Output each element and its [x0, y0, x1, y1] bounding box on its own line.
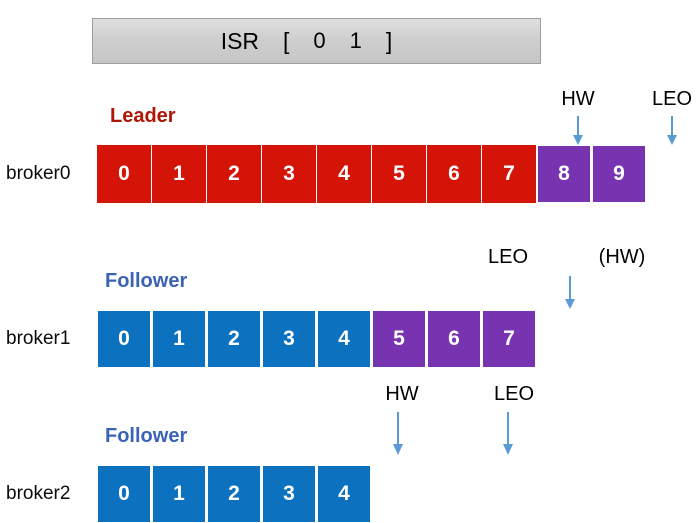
log-cell[interactable]: 9	[592, 145, 646, 203]
log-cell[interactable]: 3	[262, 145, 316, 203]
broker1-marker-leo-label: LEO	[487, 246, 529, 268]
isr-open-bracket: [	[283, 27, 290, 54]
log-cell[interactable]: 1	[152, 465, 206, 523]
role-label-follower-2: Follower	[105, 425, 188, 447]
isr-content: ISR [ 0 1 ]	[221, 28, 393, 55]
broker-label-2: broker2	[6, 483, 71, 504]
broker1-marker-leo-arrow	[562, 276, 578, 310]
isr-box: ISR [ 0 1 ]	[92, 18, 541, 64]
log-cell[interactable]: 6	[427, 310, 481, 368]
broker2-marker-hw-label: HW	[385, 383, 419, 405]
isr-close-bracket: ]	[385, 27, 393, 54]
log-cell[interactable]: 5	[372, 310, 426, 368]
role-label-leader: Leader	[110, 105, 176, 127]
log-cell[interactable]: 7	[482, 310, 536, 368]
broker2-marker-hw-arrow	[390, 412, 406, 456]
log-segments-broker2: 0 1 2 3 4	[97, 465, 372, 523]
log-segments-broker1: 0 1 2 3 4 5 6 7	[97, 310, 537, 368]
log-cell[interactable]: 7	[482, 145, 536, 203]
log-cell[interactable]: 0	[97, 465, 151, 523]
log-cell[interactable]: 4	[317, 145, 371, 203]
isr-member-0: 0	[313, 28, 326, 53]
broker0-marker-leo-label: LEO	[651, 88, 693, 110]
broker2-marker-leo-label: LEO	[493, 383, 535, 405]
broker0-marker-hw-label: HW	[561, 88, 595, 110]
log-cell[interactable]: 1	[152, 145, 206, 203]
log-segments-broker0: 0 1 2 3 4 5 6 7 8 9	[97, 145, 647, 203]
log-cell[interactable]: 4	[317, 310, 371, 368]
broker-label-0: broker0	[6, 163, 71, 184]
log-cell[interactable]: 2	[207, 310, 261, 368]
broker1-marker-hw-label: (HW)	[598, 246, 646, 268]
log-cell[interactable]: 1	[152, 310, 206, 368]
log-cell[interactable]: 6	[427, 145, 481, 203]
log-cell[interactable]: 8	[537, 145, 591, 203]
log-cell[interactable]: 4	[317, 465, 371, 523]
isr-label: ISR	[220, 27, 260, 54]
log-cell[interactable]: 0	[97, 145, 151, 203]
log-cell[interactable]: 3	[262, 310, 316, 368]
broker0-marker-leo-arrow	[664, 116, 680, 146]
log-cell[interactable]: 0	[97, 310, 151, 368]
log-cell[interactable]: 5	[372, 145, 426, 203]
broker-label-1: broker1	[6, 328, 71, 349]
log-cell[interactable]: 2	[207, 465, 261, 523]
broker0-marker-hw-arrow	[570, 116, 586, 146]
log-cell[interactable]: 2	[207, 145, 261, 203]
log-cell[interactable]: 3	[262, 465, 316, 523]
isr-member-1: 1	[349, 28, 362, 53]
broker2-marker-leo-arrow	[500, 412, 516, 456]
role-label-follower-1: Follower	[105, 270, 188, 292]
